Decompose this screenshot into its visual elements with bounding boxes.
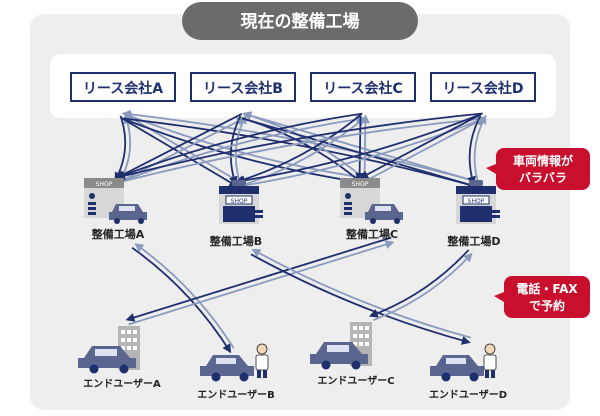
arrow-sc-to-la [121, 112, 363, 179]
end-user-d-icon [430, 343, 497, 382]
shop-d-icon: SHOP [456, 180, 500, 224]
end-user-b: エンドユーザーB [197, 343, 275, 401]
arrow-sd-to-uc [368, 249, 470, 318]
arrow-la-to-sd [122, 117, 478, 189]
arrow-ld-to-sc [359, 112, 483, 179]
shop-d: SHOP 整備工場D [446, 180, 501, 248]
shop-c: SHOP 整備工場C [340, 178, 403, 241]
arrow-sa-to-ld [118, 114, 486, 184]
end-user-c-icon [310, 322, 372, 370]
callout-vehicle-info-line1: 車両情報が [513, 153, 573, 168]
end-user-a-label: エンドユーザーA [83, 378, 161, 390]
arrow-uc-to-sd [373, 252, 473, 321]
shop-c-icon: SHOP [340, 178, 403, 224]
shop-b-sign: SHOP [231, 198, 248, 205]
leasing-company-d: リース会社D [430, 72, 536, 102]
arrow-lc-to-sa [115, 112, 363, 180]
arrow-lc-to-sb [235, 113, 363, 184]
arrow-sa-to-lb [118, 117, 246, 184]
arrow-sd-to-la [121, 109, 477, 183]
arrow-la-to-sc [122, 117, 364, 186]
end-user-d: エンドユーザーD [429, 343, 507, 401]
leasing-company-c: リース会社C [310, 72, 416, 102]
shop-c-sign: SHOP [352, 181, 369, 188]
leasing-company-a-label: リース会社A [83, 80, 163, 97]
arrow-ld-to-sb [235, 112, 483, 185]
shop-d-sign: SHOP [468, 198, 485, 205]
arrow-sc-to-lc [360, 114, 370, 181]
arrow-ld-to-sa [115, 112, 483, 181]
shop-a-sign: SHOP [96, 181, 113, 188]
arrow-ua-to-sc [128, 240, 395, 326]
leasing-area [50, 54, 556, 118]
end-user-a: エンドユーザーA [78, 326, 161, 390]
leasing-company-d-label: リース会社D [443, 80, 524, 97]
arrow-ud-to-sb [251, 248, 472, 339]
arrow-sb-to-lc [238, 117, 366, 188]
diagram-title: 現在の整備工場 [241, 11, 360, 32]
leasing-company-c-label: リース会社C [323, 80, 403, 97]
arrow-lb-to-sd [242, 117, 478, 189]
callout-phone-fax-line1: 電話・FAX [516, 281, 578, 296]
shop-b-label: 整備工場B [209, 234, 262, 248]
leasing-company-b-label: リース会社B [203, 80, 283, 97]
callout-vehicle-info-line2: バラバラ [519, 171, 567, 185]
shop-d-label: 整備工場D [446, 234, 500, 248]
callout-phone-fax: 電話・FAX で予約 [494, 276, 590, 318]
end-user-c: エンドユーザーC [310, 322, 395, 387]
arrow-sa-to-lc [118, 115, 366, 184]
arrow-sa-to-ub [131, 246, 232, 354]
arrow-sb-to-ud [250, 253, 471, 345]
arrow-sd-to-ld [473, 114, 487, 185]
arrow-lb-to-sb [228, 115, 242, 186]
end-user-d-label: エンドユーザーD [429, 389, 507, 401]
leasing-company-b: リース会社B [190, 72, 296, 102]
arrow-ub-to-sa [134, 243, 235, 349]
leasing-company-a: リース会社A [70, 72, 176, 102]
arrow-sb-to-ld [238, 116, 486, 188]
arrow-sc-to-ua [125, 236, 392, 322]
callout-vehicle-info: 車両情報が バラバラ [486, 148, 590, 190]
title-pill: 現在の整備工場 [182, 2, 418, 40]
arrow-ld-to-sd [467, 115, 482, 186]
callout-phone-fax-line2: で予約 [529, 298, 565, 313]
end-user-a-icon [78, 326, 140, 374]
arrow-sc-to-ld [362, 117, 486, 184]
arrow-lb-to-sa [115, 112, 243, 179]
end-user-b-label: エンドユーザーB [197, 389, 274, 401]
shop-b: SHOP 整備工場B [209, 180, 263, 248]
shop-a-icon: SHOP [84, 178, 147, 224]
shop-c-label: 整備工場C [345, 227, 398, 241]
arrow-sb-to-la [122, 112, 240, 183]
arrow-lc-to-sc [355, 115, 365, 182]
end-user-c-label: エンドユーザーC [317, 375, 394, 387]
shop-b-icon: SHOP [219, 180, 263, 224]
connection-layer [114, 109, 487, 354]
shop-a: SHOP 整備工場A [84, 178, 147, 241]
end-user-b-icon [200, 343, 269, 382]
shop-a-label: 整備工場A [91, 227, 145, 241]
